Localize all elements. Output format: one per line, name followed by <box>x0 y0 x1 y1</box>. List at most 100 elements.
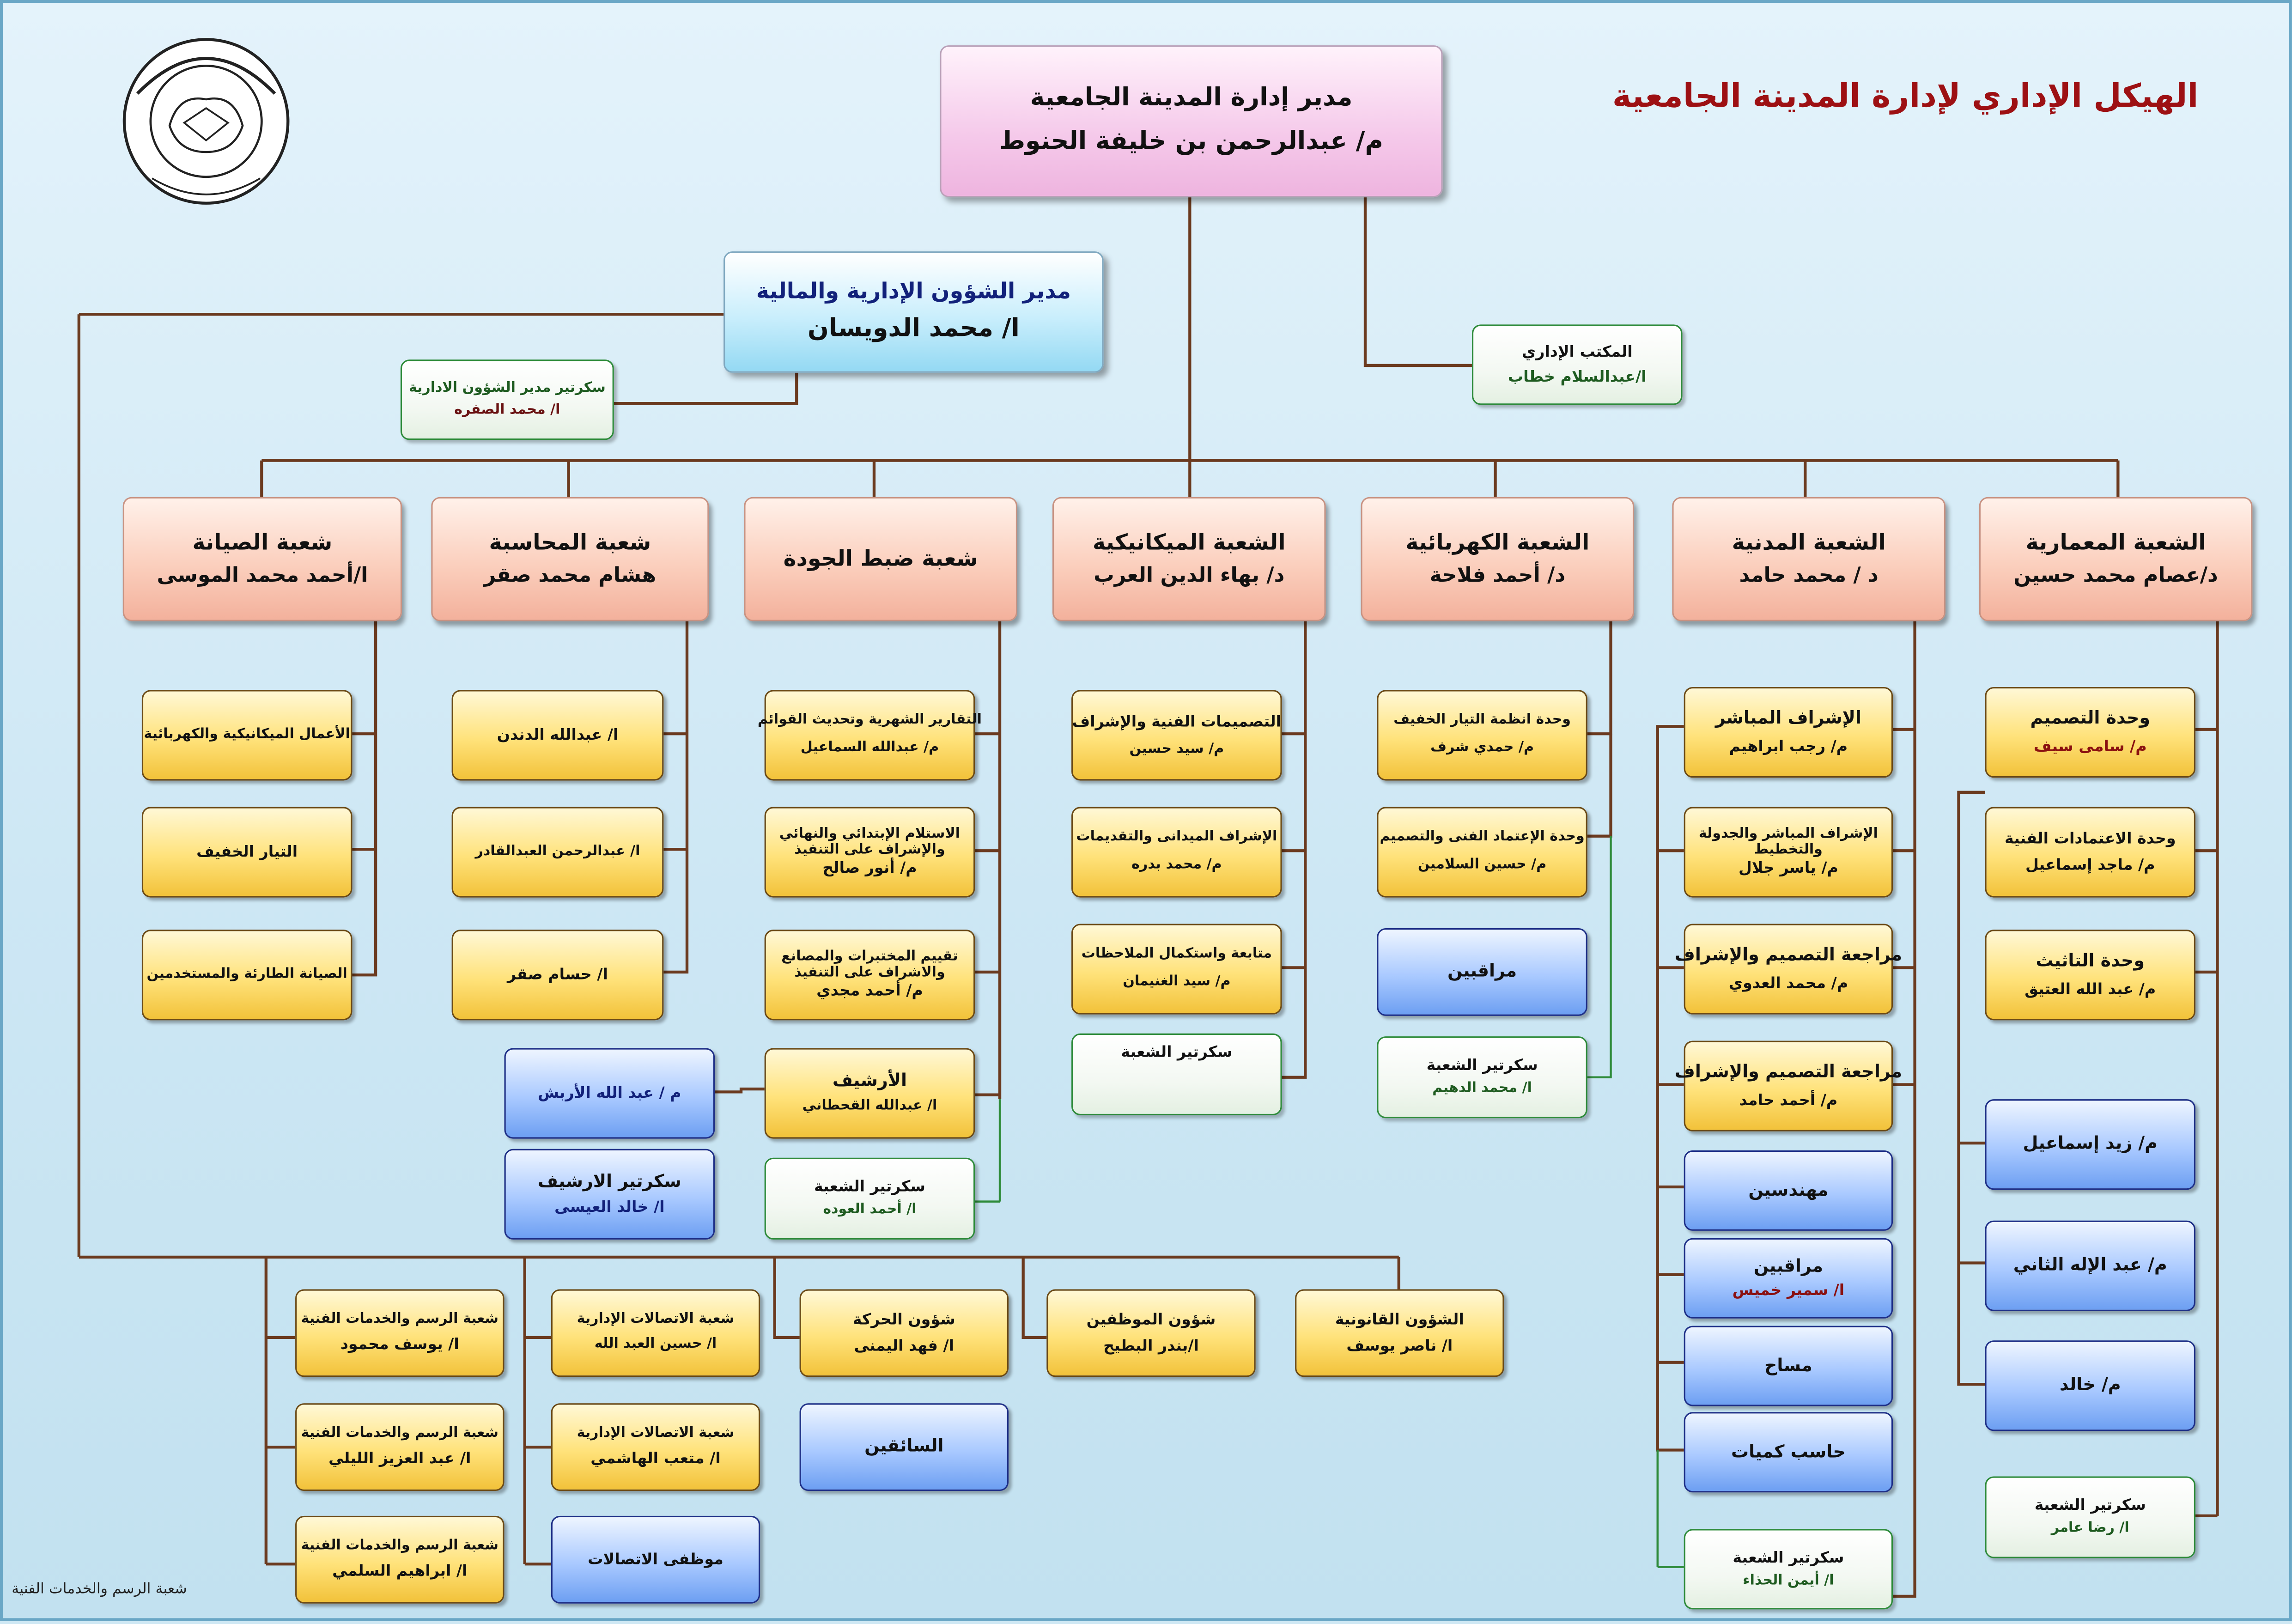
maintenance-unit[interactable]: الأعمال الميكانيكية والكهربائية <box>141 690 353 781</box>
civil-unit[interactable]: مراجعة التصميم والإشراف م/ محمد العدوي <box>1675 924 1902 1015</box>
maintenance-unit[interactable]: التيار الخفيف <box>141 807 353 898</box>
unit-title: سكرتير الشعبة <box>1121 1043 1233 1061</box>
drivers[interactable]: السائقين <box>799 1403 1009 1491</box>
communications-staff[interactable]: موظفى الاتصالات <box>551 1515 760 1604</box>
admin-office-box[interactable]: المكتب الإداري ا/عبدالسلام خطاب <box>1471 324 1683 405</box>
archive-engineer[interactable]: م / عبد الله الأربش <box>504 1048 715 1139</box>
mechanical-unit[interactable]: متابعة واستكمال الملاحظات م/ سيد الغنيما… <box>1071 924 1282 1015</box>
unit-head-name: م/ ياسر جلال <box>1738 859 1838 877</box>
unit-head-name: ا/ أيمن الحذاء <box>1743 1572 1834 1588</box>
accounting-staff[interactable]: ا/ حسام صقر <box>451 930 664 1021</box>
division-civil[interactable]: الشعبة المدنية د / محمد حامد <box>1672 497 1946 621</box>
unit-title: السائقين <box>864 1435 944 1456</box>
civil-surveyor[interactable]: مساح <box>1684 1326 1893 1406</box>
drawing-technical-services[interactable]: شعبة الرسم والخدمات الفنية ا/ عبد العزيز… <box>295 1403 505 1491</box>
accounting-staff[interactable]: ا/ عبدالله الدندن <box>451 690 664 781</box>
unit-title: سكرتير الشعبة <box>1426 1057 1538 1075</box>
architectural-engineer[interactable]: م/ خالد <box>1985 1340 2196 1431</box>
unit-head-name: ا/ عبدالله القحطاني <box>802 1098 937 1115</box>
university-seal <box>122 38 290 205</box>
unit-title: متابعة واستكمال الملاحظات <box>1081 946 1272 962</box>
unit-head-name: م/ عبد الله العتيق <box>2024 980 2156 998</box>
unit-title: وحدة انظمة التيار الخفيف <box>1393 712 1571 728</box>
unit-head-name: م/ سيد حسين <box>1129 740 1224 757</box>
unit-title: سكرتير الشعبة <box>814 1178 925 1196</box>
architectural-unit[interactable]: وحدة الاعتمادات الفنية م/ ماجد إسماعيل <box>1985 807 2196 898</box>
unit-title: موظفى الاتصالات <box>588 1551 723 1569</box>
civil-secretary[interactable]: سكرتير الشعبة ا/ أيمن الحذاء <box>1684 1529 1893 1610</box>
employee-affairs[interactable]: شؤون الموظفين ا/بندر البطيح <box>1046 1289 1256 1377</box>
division-head-name: د/عصام محمد حسين <box>2013 564 2218 588</box>
division-architectural[interactable]: الشعبة المعمارية د/عصام محمد حسين <box>1979 497 2253 621</box>
staff-name: م / عبد الله الأربش <box>538 1084 681 1102</box>
movement-affairs[interactable]: شؤون الحركة ا/ فهد اليمنى <box>799 1289 1009 1377</box>
unit-title: سكرتير الشعبة <box>2034 1496 2146 1515</box>
unit-title: شؤون الحركة <box>852 1311 955 1329</box>
architectural-unit[interactable]: وحدة التاثيث م/ عبد الله العتيق <box>1985 930 2196 1021</box>
unit-title: سكرتير الشعبة <box>1733 1549 1844 1567</box>
unit-head-name: م/ سامى سيف <box>2033 738 2147 756</box>
quality-unit[interactable]: التقارير الشهرية وتحديث القوائم م/ عبدال… <box>758 690 982 781</box>
admin-director-box[interactable]: مدير الشؤون الإدارية والمالية ا/ محمد ال… <box>723 251 1104 373</box>
electrical-unit[interactable]: وحدة الإعتماد الفنى والتصميم م/ حسين الس… <box>1377 807 1587 898</box>
division-accounting[interactable]: شعبة المحاسبة هشام محمد صقر <box>431 497 709 621</box>
unit-head-name: ا/ محمد الدهيم <box>1432 1080 1532 1097</box>
division-maintenance[interactable]: شعبة الصيانة ا/أحمد محمد الموسى <box>122 497 402 621</box>
unit-head-name: ا/بندر البطيح <box>1103 1337 1199 1355</box>
quality-unit[interactable]: تقييم المختبرات والمصانع والاشراف على ال… <box>764 930 975 1021</box>
architectural-unit[interactable]: وحدة التصميم م/ سامى سيف <box>1985 687 2196 778</box>
architectural-engineer[interactable]: م/ عبد الإله الثاني <box>1985 1220 2196 1311</box>
mechanical-unit[interactable]: الإشراف الميدانى والتقديمات م/ محمد بدره <box>1071 807 1282 898</box>
unit-title: التيار الخفيف <box>196 843 298 861</box>
unit-title: وحدة الإعتماد الفنى والتصميم <box>1380 829 1585 845</box>
civil-unit[interactable]: مراجعة التصميم والإشراف م/ أحمد حامد <box>1675 1040 1902 1131</box>
civil-unit[interactable]: الإشراف المباشر م/ رجب ابراهيم <box>1684 687 1893 778</box>
unit-head-name: ا/ أحمد العوده <box>823 1201 917 1218</box>
unit-title: تقييم المختبرات والمصانع والاشراف على ال… <box>781 949 958 981</box>
director-role: مدير إدارة المدينة الجامعية <box>1030 84 1353 114</box>
unit-head-name: ا/ رضا عامر <box>2051 1520 2129 1537</box>
unit-head-name: م/ ماجد إسماعيل <box>2025 856 2155 874</box>
legal-affairs[interactable]: الشؤون القانونية ا/ ناصر يوسف <box>1295 1289 1504 1377</box>
division-title: شعبة ضبط الجودة <box>783 545 978 572</box>
division-head-name: د/ أحمد فلاحة <box>1429 564 1566 588</box>
division-head-name: ا/أحمد محمد الموسى <box>157 564 368 588</box>
unit-title: الإشراف المباشر <box>1715 707 1861 728</box>
architectural-engineer[interactable]: م/ زيد إسماعيل <box>1985 1099 2196 1190</box>
unit-head-name: م/ سيد الغنيمان <box>1123 973 1231 990</box>
architectural-secretary[interactable]: سكرتير الشعبة ا/ رضا عامر <box>1985 1476 2196 1558</box>
civil-quantity-surveyor[interactable]: حاسب كميات <box>1684 1412 1893 1493</box>
staff-name: ا/ خالد العيسى <box>554 1199 665 1217</box>
director-box[interactable]: مدير إدارة المدينة الجامعية م/ عبدالرحمن… <box>940 45 1443 198</box>
archive-secretary[interactable]: سكرتير الارشيف ا/ خالد العيسى <box>504 1149 715 1240</box>
mechanical-unit[interactable]: التصميمات الفنية والإشراف م/ سيد حسين <box>1071 690 1282 781</box>
quality-unit[interactable]: الاستلام الإبتدائي والنهائي والإشراف على… <box>764 807 975 898</box>
admin-communications[interactable]: شعبة الاتصالات الإدارية ا/ متعب الهاشمي <box>551 1403 760 1491</box>
admin-communications[interactable]: شعبة الاتصالات الإدارية ا/ حسين العبد ال… <box>551 1289 760 1377</box>
staff-title: سكرتير الارشيف <box>537 1170 681 1191</box>
civil-engineers[interactable]: مهندسين <box>1684 1150 1893 1231</box>
quality-archive[interactable]: الأرشيف ا/ عبدالله القحطاني <box>764 1048 975 1139</box>
civil-unit[interactable]: الإشراف المباشر والجدولة والتخطيط م/ ياس… <box>1684 807 1893 898</box>
chart-title: الهيكل الإداري لإدارة المدينة الجامعية <box>1612 79 2199 116</box>
unit-head-name: م/ محمد بدره <box>1131 856 1222 873</box>
mechanical-secretary[interactable]: سكرتير الشعبة <box>1071 1033 1282 1115</box>
admin-secretary-box[interactable]: سكرتير مدير الشؤون الادارية ا/ محمد الصف… <box>400 359 614 440</box>
maintenance-unit[interactable]: الصيانة الطارئة والمستخدمين <box>141 930 353 1021</box>
unit-title: مساح <box>1764 1354 1812 1375</box>
electrical-secretary[interactable]: سكرتير الشعبة ا/ محمد الدهيم <box>1377 1036 1587 1119</box>
division-quality[interactable]: شعبة ضبط الجودة <box>744 497 1018 621</box>
unit-head-name: م/ حسين السلامين <box>1417 856 1547 873</box>
division-mechanical[interactable]: الشعبة الميكانيكية د/ بهاء الدين العرب <box>1052 497 1326 621</box>
unit-title: شعبة الرسم والخدمات الفنية <box>301 1424 499 1441</box>
unit-head-name: م/ محمد العدوي <box>1728 974 1848 992</box>
electrical-unit[interactable]: وحدة انظمة التيار الخفيف م/ حمدي شرف <box>1377 690 1587 781</box>
unit-title: الإشراف المباشر والجدولة والتخطيط <box>1698 826 1878 858</box>
drawing-technical-services[interactable]: شعبة الرسم والخدمات الفنية ا/ ابراهيم ال… <box>295 1515 505 1604</box>
quality-secretary[interactable]: سكرتير الشعبة ا/ أحمد العوده <box>764 1157 975 1240</box>
civil-supervisors[interactable]: مراقبين ا/ سمير خميس <box>1684 1238 1893 1319</box>
drawing-technical-services[interactable]: شعبة الرسم والخدمات الفنية ا/ يوسف محمود <box>295 1289 505 1377</box>
division-electrical[interactable]: الشعبة الكهربائية د/ أحمد فلاحة <box>1361 497 1635 621</box>
accounting-staff[interactable]: ا/ عبدالرحمن العبدالقادر <box>451 807 664 898</box>
electrical-supervisors[interactable]: مراقبين <box>1377 928 1587 1016</box>
